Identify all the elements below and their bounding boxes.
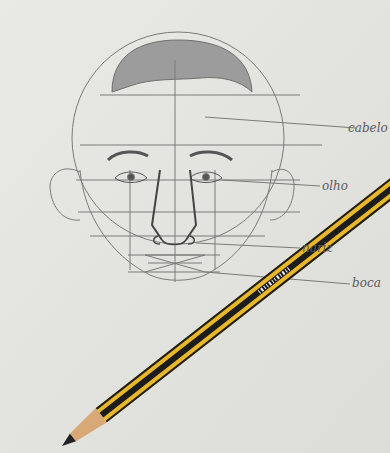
guide-line xyxy=(80,145,322,146)
pencil xyxy=(56,150,390,453)
part-label: olho xyxy=(322,179,348,193)
pupil xyxy=(203,174,210,181)
eye xyxy=(115,172,147,183)
guide-line xyxy=(175,60,176,282)
leader-line xyxy=(196,243,300,248)
eye xyxy=(190,172,222,183)
pupil xyxy=(128,174,135,181)
jaw xyxy=(80,170,272,280)
ear xyxy=(50,169,80,220)
pencil-barcode xyxy=(258,267,290,294)
pencil-stripe xyxy=(96,150,390,410)
guide-line xyxy=(90,236,265,237)
hair xyxy=(112,40,252,92)
part-label: nariz xyxy=(302,241,333,255)
nose xyxy=(154,236,195,245)
pencil-body xyxy=(96,150,390,423)
face-drawing xyxy=(50,32,356,284)
part-label: boca xyxy=(352,276,381,290)
mouth xyxy=(145,255,205,272)
guide-line xyxy=(78,212,300,213)
guide-line xyxy=(215,170,216,270)
guide-line xyxy=(76,180,300,181)
eyebrow xyxy=(108,152,148,160)
leader-line xyxy=(205,117,356,128)
leader-line xyxy=(298,95,300,96)
leader-line xyxy=(222,180,320,186)
guide-line xyxy=(130,170,131,270)
pencil-stripe xyxy=(106,162,390,422)
eyebrow xyxy=(190,152,232,160)
part-label: cabelo xyxy=(348,121,388,135)
nose xyxy=(152,170,196,240)
guide-line xyxy=(100,95,298,96)
pencil-stripe xyxy=(100,154,390,417)
